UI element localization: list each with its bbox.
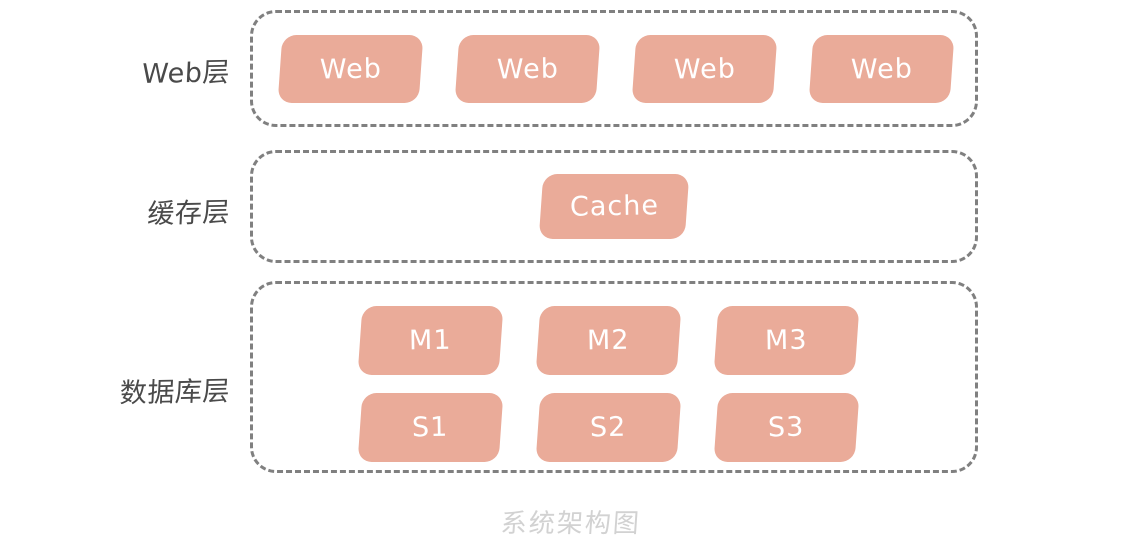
node-web-2-label: Web <box>496 52 559 86</box>
node-cache[interactable]: Cache <box>538 174 690 239</box>
node-db-s3-label: S3 <box>768 411 805 444</box>
node-db-s2[interactable]: S2 <box>535 393 682 462</box>
node-db-m2[interactable]: M2 <box>535 306 682 375</box>
layer-container-cache <box>250 150 978 263</box>
node-db-s3[interactable]: S3 <box>713 393 860 462</box>
layer-label-web: Web层 <box>141 57 231 91</box>
node-db-m1-label: M1 <box>408 324 453 357</box>
node-web-1-label: Web <box>319 52 382 86</box>
layer-label-cache: 缓存层 <box>146 197 231 230</box>
node-db-m3-label: M3 <box>764 324 809 357</box>
layer-container-database <box>250 281 978 473</box>
node-db-s2-label: S2 <box>590 411 627 444</box>
node-web-3-label: Web <box>673 52 736 86</box>
node-web-4[interactable]: Web <box>808 35 955 103</box>
node-db-m2-label: M2 <box>586 324 631 357</box>
node-cache-label: Cache <box>569 190 659 223</box>
node-db-m3[interactable]: M3 <box>713 306 860 375</box>
node-web-3[interactable]: Web <box>631 35 778 103</box>
node-web-1[interactable]: Web <box>277 35 424 103</box>
node-web-2[interactable]: Web <box>454 35 601 103</box>
node-db-m1[interactable]: M1 <box>357 306 504 375</box>
node-db-s1[interactable]: S1 <box>357 393 504 462</box>
layer-container-web <box>250 10 978 127</box>
node-web-4-label: Web <box>850 52 913 86</box>
diagram-caption: 系统架构图 <box>499 509 642 539</box>
node-db-s1-label: S1 <box>412 411 449 444</box>
layer-label-database: 数据库层 <box>119 376 231 410</box>
